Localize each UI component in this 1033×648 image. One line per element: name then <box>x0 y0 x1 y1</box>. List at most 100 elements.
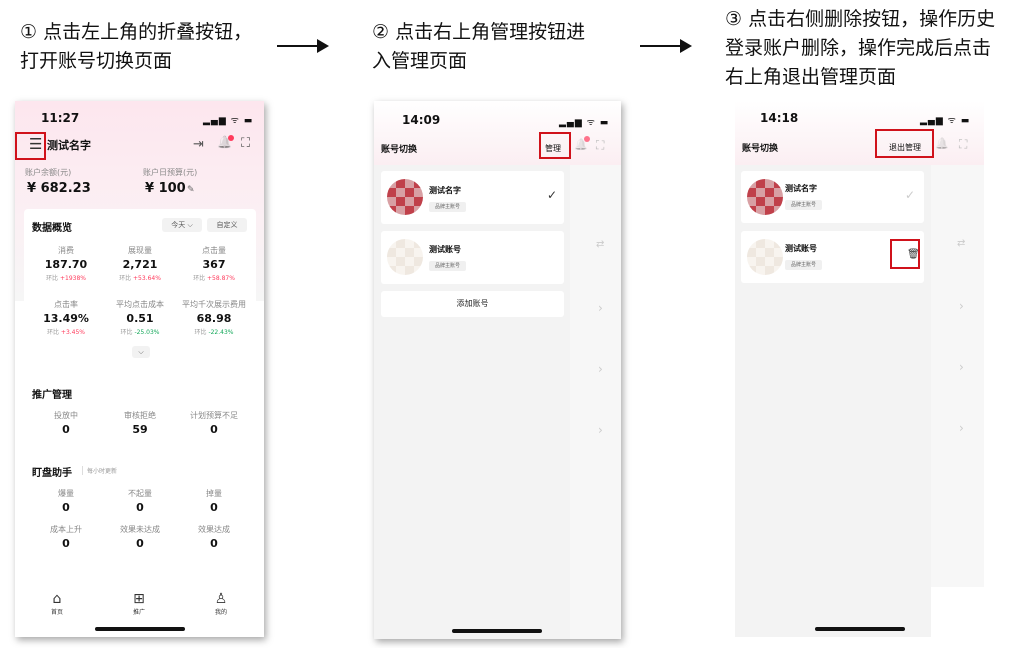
account-tag: 品牌主账号 <box>785 260 823 270</box>
monitor-assistant-card: 盯盘助手 每小时更新 爆量 0 不起量 0 掉量 0 成本上升 0 效果未达成 … <box>24 454 256 564</box>
step2-caption: ② 点击右上角管理按钮进 入管理页面 <box>372 18 585 76</box>
phone-account-switch: 14:09 ▂▄▆ ᯤ ▬ 账号切换 管理 🔔 ⛶ ⇄ › › › 测试名字 品… <box>374 101 621 639</box>
metric-value: 68.98 <box>196 312 232 325</box>
home-indicator <box>452 629 542 633</box>
compare-value: +58.87% <box>207 275 235 282</box>
status-time: 14:09 <box>402 113 441 127</box>
metric-compare: 环比 +58.87% <box>178 273 250 282</box>
account-item[interactable]: 测试名字 品牌主账号 ✓ <box>741 171 924 223</box>
monitor-value[interactable]: 0 <box>62 501 70 514</box>
monitor-value[interactable]: 0 <box>210 501 218 514</box>
step2-line1: ② 点击右上角管理按钮进 <box>372 21 586 43</box>
swap-icon: ⇄ <box>596 239 605 250</box>
metric-label: 平均千次展示费用 <box>182 300 246 309</box>
metric-value: 367 <box>202 258 226 271</box>
underlying-page-strip <box>931 165 984 587</box>
compare-prefix: 环比 <box>119 275 132 282</box>
manage-button[interactable]: 管理 <box>545 144 561 153</box>
tab-label: 推广 <box>132 609 145 616</box>
period-dropdown[interactable]: 今天 ⌵ <box>162 218 202 232</box>
grid-icon: ⊞ <box>133 591 145 607</box>
promo-value[interactable]: 59 <box>132 423 148 436</box>
metric-value: 2,721 <box>122 258 158 271</box>
notification-dot <box>228 135 234 141</box>
monitor-value[interactable]: 0 <box>210 537 218 550</box>
highlight-manage-button <box>539 132 571 159</box>
compare-prefix: 环比 <box>120 329 133 336</box>
bell-icon: 🔔 <box>935 137 949 150</box>
compare-value: +1938% <box>59 275 86 282</box>
monitor-subtitle: 每小时更新 <box>82 466 117 475</box>
header-bg <box>374 101 621 165</box>
logout-icon[interactable]: ⇥ <box>193 137 204 152</box>
home-indicator <box>815 627 905 631</box>
edit-icon[interactable]: ✎ <box>187 185 195 195</box>
promo-title: 推广管理 <box>32 390 72 401</box>
monitor-label: 掉量 <box>206 489 222 498</box>
promo-value[interactable]: 0 <box>210 423 218 436</box>
compare-prefix: 环比 <box>193 275 206 282</box>
monitor-title: 盯盘助手 <box>32 468 72 479</box>
compare-prefix: 环比 <box>46 275 59 282</box>
tab-label: 我的 <box>214 609 227 616</box>
metric-label: 展现量 <box>128 246 152 255</box>
chevron-right-icon: › <box>959 299 964 313</box>
compare-value: -22.43% <box>208 329 234 336</box>
metric-label: 点击率 <box>54 300 78 309</box>
page-title: 账号切换 <box>742 144 779 154</box>
check-icon: ✓ <box>905 188 916 202</box>
status-icons: ▂▄▆ ᯤ ▬ <box>920 116 971 126</box>
compare-value: +3.45% <box>60 329 86 336</box>
promo-value[interactable]: 0 <box>62 423 70 436</box>
monitor-value[interactable]: 0 <box>136 501 144 514</box>
account-item[interactable]: 测试名字 品牌主账号 ✓ <box>381 171 564 224</box>
data-overview-card: 数据概览 今天 ⌵ 自定义 消费 187.70 环比 +1938% 展现量 2,… <box>24 209 256 365</box>
check-icon: ✓ <box>547 188 558 202</box>
scan-icon[interactable]: ⛶ <box>241 136 251 151</box>
account-item[interactable]: 测试账号 品牌主账号 <box>381 231 564 284</box>
expand-chevron-icon[interactable]: ⌵ <box>132 346 150 358</box>
tab-label: 首页 <box>50 609 63 616</box>
custom-range-button[interactable]: 自定义 <box>207 218 247 232</box>
compare-value: -25.03% <box>134 329 160 336</box>
arrow-2 <box>640 39 692 53</box>
account-tag: 品牌主账号 <box>785 200 823 210</box>
promo-label: 审核拒绝 <box>124 411 156 420</box>
balance-value: ¥ 682.23 <box>27 181 91 196</box>
budget-label: 账户日预算(元) <box>143 168 198 177</box>
compare-prefix: 环比 <box>46 329 59 336</box>
monitor-label: 效果达成 <box>198 525 230 534</box>
status-icons: ▂▄▆ ᯤ ▬ <box>203 116 254 126</box>
chevron-right-icon: › <box>959 360 964 374</box>
underlying-page-strip <box>570 165 621 639</box>
promo-label: 计划预算不足 <box>190 411 238 420</box>
arrow-1 <box>277 39 329 53</box>
balance-label: 账户余额(元) <box>25 168 72 177</box>
exit-manage-button[interactable]: 退出管理 <box>889 143 921 152</box>
step2-line2: 入管理页面 <box>372 50 468 72</box>
swap-icon: ⇄ <box>957 238 966 249</box>
promo-label: 投放中 <box>54 411 78 420</box>
metric-value: 187.70 <box>44 258 88 271</box>
status-time: 11:27 <box>41 111 80 125</box>
step1-line1: ① 点击左上角的折叠按钮， <box>20 21 253 43</box>
tab-mine[interactable]: ♙ 我的 <box>201 591 241 616</box>
monitor-value[interactable]: 0 <box>62 537 70 550</box>
tab-promotion[interactable]: ⊞ 推广 <box>119 591 159 616</box>
account-name: 测试名字 <box>785 184 817 193</box>
monitor-label: 不起量 <box>128 489 152 498</box>
status-icons: ▂▄▆ ᯤ ▬ <box>559 118 610 128</box>
highlight-delete-button <box>890 239 920 269</box>
menu-icon[interactable]: ☰ <box>29 135 43 153</box>
step1-line2: 打开账号切换页面 <box>20 50 173 72</box>
monitor-value[interactable]: 0 <box>136 537 144 550</box>
highlight-exit-manage-button <box>875 129 934 158</box>
account-name: 测试名字 <box>429 186 461 195</box>
trash-icon[interactable]: 🗑 <box>907 249 920 260</box>
status-time: 14:18 <box>760 111 799 125</box>
avatar <box>387 239 423 275</box>
metric-label: 消费 <box>58 246 74 255</box>
account-name[interactable]: 测试名字 <box>47 139 91 152</box>
add-account-button[interactable]: 添加账号 <box>381 291 564 317</box>
tab-home[interactable]: ⌂ 首页 <box>37 591 77 616</box>
